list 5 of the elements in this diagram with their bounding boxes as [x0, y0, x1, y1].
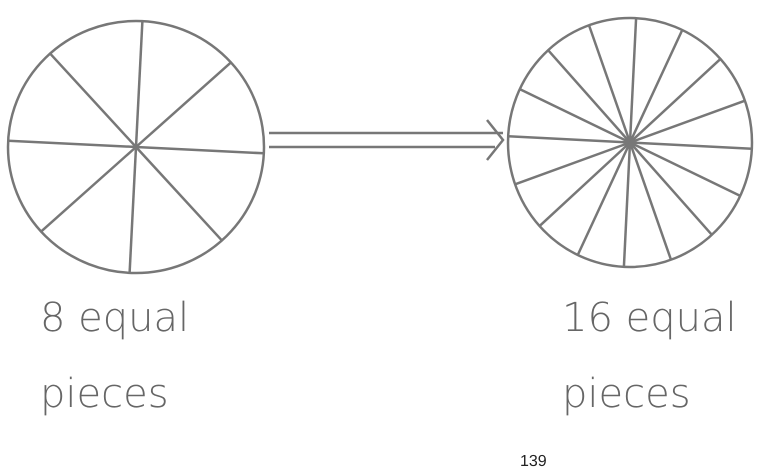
divided-circle-drawing	[5, 18, 267, 276]
page-number: 139	[520, 452, 547, 472]
divided-circle-drawing	[505, 15, 755, 270]
node-label: 16 equal pieces	[562, 294, 738, 419]
node-label: 8 equal pieces	[40, 294, 190, 419]
